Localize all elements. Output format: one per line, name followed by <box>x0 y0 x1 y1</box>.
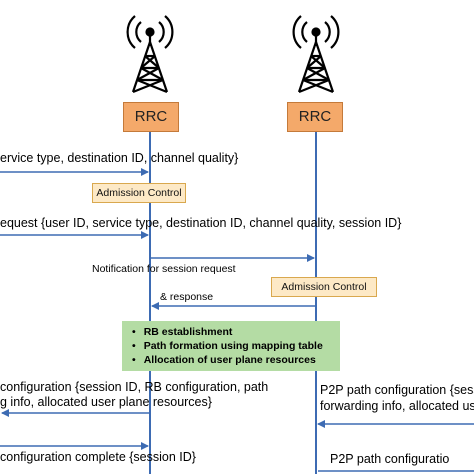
right-admission-control: Admission Control <box>271 277 377 297</box>
message-3-label: Notification for session request <box>92 263 236 275</box>
left-antenna-tower-icon <box>126 15 174 94</box>
procedure-box: RB establishment Path formation using ma… <box>122 321 340 371</box>
message-6-label-line1: P2P path configuration {sessi <box>320 383 474 397</box>
message-7-label: configuration complete {session ID} <box>0 450 196 464</box>
message-6-label-line2: forwarding info, allocated use <box>320 399 474 413</box>
left-admission-control: Admission Control <box>92 183 186 203</box>
message-4-label: & response <box>160 291 214 303</box>
message-5-label-line2: g info, allocated user plane resources} <box>0 395 212 409</box>
procedure-item: RB establishment <box>132 325 340 339</box>
message-5-label-line1: configuration {session ID, RB configurat… <box>0 380 269 394</box>
left-rrc-node: RRC <box>123 102 179 132</box>
message-1-label: ervice type, destination ID, channel qua… <box>0 151 239 165</box>
message-2-label: equest {user ID, service type, destinati… <box>0 216 402 230</box>
right-rrc-node: RRC <box>287 102 343 132</box>
message-8-label: P2P path configuratio <box>330 452 450 466</box>
procedure-item: Allocation of user plane resources <box>132 353 340 367</box>
procedure-item: Path formation using mapping table <box>132 339 340 353</box>
right-antenna-tower-icon <box>292 15 340 94</box>
